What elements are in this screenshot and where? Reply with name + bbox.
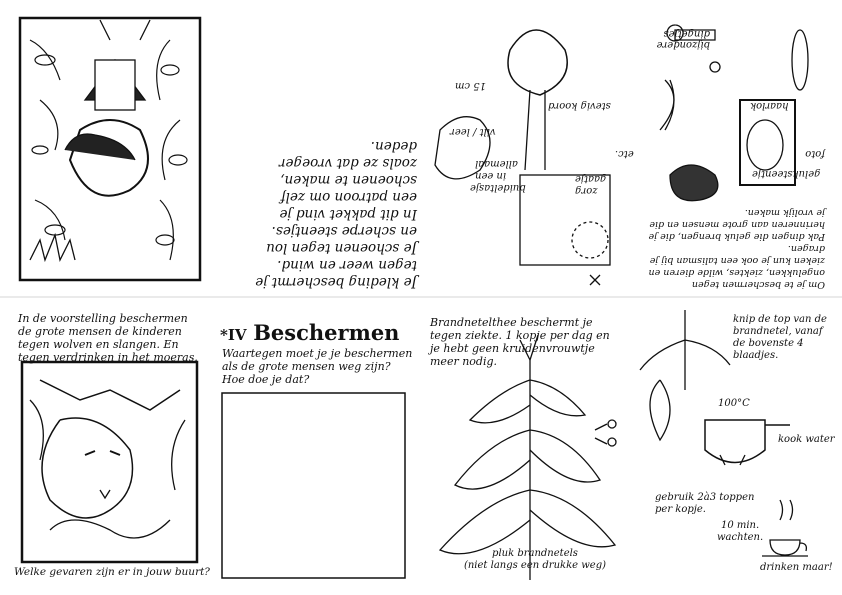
kleding-line-8: zoals ze dat vroeger xyxy=(279,155,417,171)
nettle-heading: Brandnetelthee beschermt je tegen ziekte… xyxy=(430,316,610,368)
nettle-caption-line-1: pluk brandnetels xyxy=(492,548,578,559)
talisman-intro: Om je te beschermen tegen ongelukken, zi… xyxy=(648,243,825,290)
charm-drawing xyxy=(791,29,809,91)
question-line-2: als de grote mensen weg zijn? xyxy=(222,360,391,373)
drawing-box xyxy=(221,392,406,579)
wait-line-1: 10 min. xyxy=(720,520,760,531)
felt-square xyxy=(519,174,611,266)
wolf-intro-text: In de voorstelling beschermen de grote m… xyxy=(18,312,198,364)
kleding-line-9: deden. xyxy=(370,138,417,154)
label-allemaal: allemaal xyxy=(475,158,518,169)
use-tops-line-2: per kopje. xyxy=(655,504,706,515)
top-panel-4-text: bijzondere dingetjes haarlok foto geluks… xyxy=(640,18,825,290)
hair-lock xyxy=(659,79,675,131)
label-etc: etc. xyxy=(615,148,634,159)
label-vilt-leer: vilt / leer xyxy=(450,126,496,137)
talisman-tip: Pak dingen die geluk brengen, die je her… xyxy=(648,207,825,242)
nettle-plant-drawing xyxy=(438,334,617,580)
label-stevig-koord: stevig koord xyxy=(548,100,611,111)
top-panel-2-text: Je kleding beschermt je tegen weer en wi… xyxy=(232,110,417,290)
wait-label: 10 min. wachten. xyxy=(717,520,763,544)
top-left-illustration-frame xyxy=(18,16,202,282)
use-tops-line-1: gebruik 2à3 toppen xyxy=(655,492,755,503)
wait-line-2: wachten. xyxy=(717,532,764,543)
section-title: *IV Beschermen xyxy=(220,320,420,345)
nettle-top-drawing xyxy=(639,310,731,442)
nettle-caption: pluk brandnetels (niet langs een drukke … xyxy=(440,548,630,572)
label-15cm: 15 cm xyxy=(455,80,486,91)
nettle-caption-line-2: (niet langs een drukke weg) xyxy=(463,560,607,571)
boil-water-label: kook water xyxy=(778,434,835,445)
label-buideltasje: buideltasje xyxy=(470,182,526,193)
section-number: *IV xyxy=(220,326,247,344)
question-line-3: Hoe doe je dat? xyxy=(222,373,310,386)
kleding-line-2: tegen weer en wind. xyxy=(277,257,417,273)
section-name: Beschermen xyxy=(253,320,400,345)
temperature-label: 100°C xyxy=(718,398,750,409)
label-foto: foto xyxy=(805,148,825,159)
wolf-illustration-frame xyxy=(20,360,199,564)
use-tops-label: gebruik 2à3 toppen per kopje. xyxy=(655,492,765,516)
wolf-caption: Welke gevaren zijn er in jouw buurt? xyxy=(14,566,210,578)
label-bijzondere-dingetjes: bijzondere dingetjes xyxy=(656,28,710,50)
kleding-line-7: schoenen te maken, xyxy=(280,172,417,188)
kleding-line-1: Je kleding beschermt je xyxy=(255,274,417,290)
label-zorg: zorg xyxy=(575,185,598,196)
label-gaatje: gaatje xyxy=(575,173,607,184)
tea-cup-drawing xyxy=(762,539,808,557)
label-in-een: in een xyxy=(475,170,507,181)
photo-frame xyxy=(739,99,796,186)
protect-question: Waartegen moet je je beschermen als de g… xyxy=(222,347,422,386)
kleding-line-3: Je schoenen tegen lou xyxy=(266,240,417,256)
label-haarlok: haarlok xyxy=(750,100,789,111)
pot-drawing xyxy=(704,419,790,464)
pouch-drawing xyxy=(507,29,568,96)
kleding-line-4: en scherpe steentjes. xyxy=(271,223,417,239)
label-geluksteentje: geluksteentje xyxy=(752,168,821,179)
kleding-line-5: In dit pakket vind je xyxy=(279,206,418,222)
top-panel-3-labels: stevig koord vilt / leer 15 cm etc. zorg… xyxy=(430,40,634,280)
kleding-line-6: een patroon om zelf xyxy=(280,189,417,205)
cut-top-instruction: knip de top van de brandnetel, vanaf de … xyxy=(733,314,827,361)
question-line-1: Waartegen moet je je beschermen xyxy=(222,347,413,360)
drink-label: drinken maar! xyxy=(760,562,833,573)
key-icon xyxy=(666,24,716,42)
